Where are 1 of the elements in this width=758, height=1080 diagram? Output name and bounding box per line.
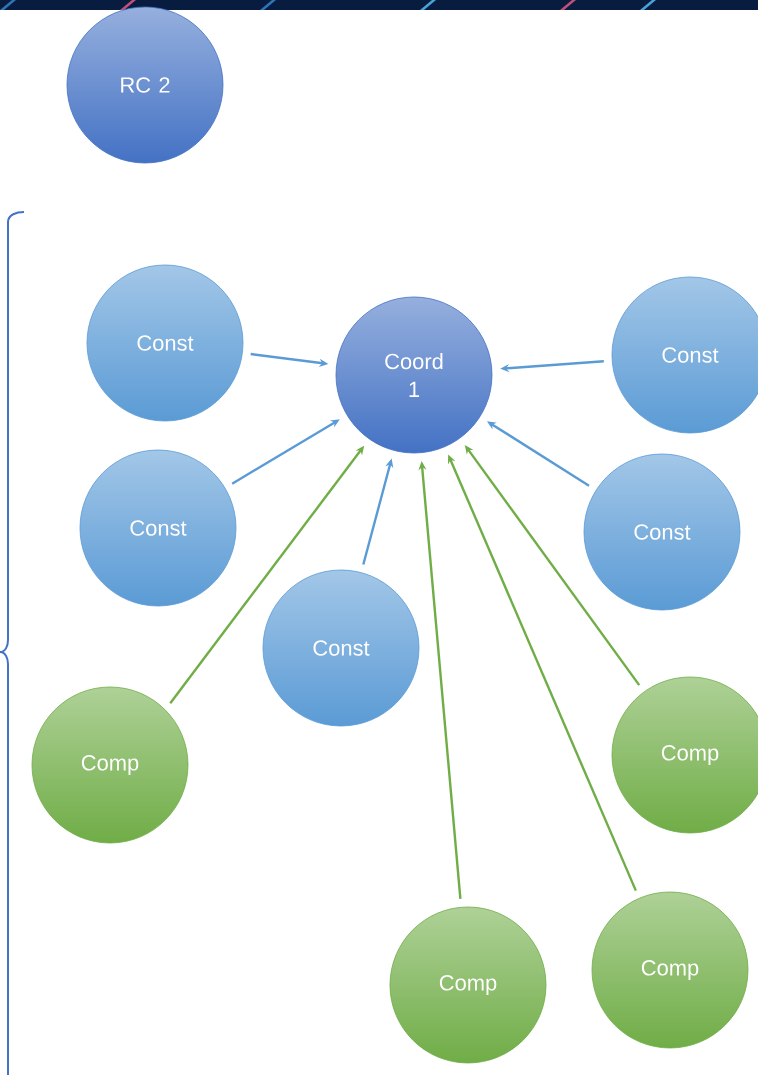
arrow <box>487 421 590 487</box>
